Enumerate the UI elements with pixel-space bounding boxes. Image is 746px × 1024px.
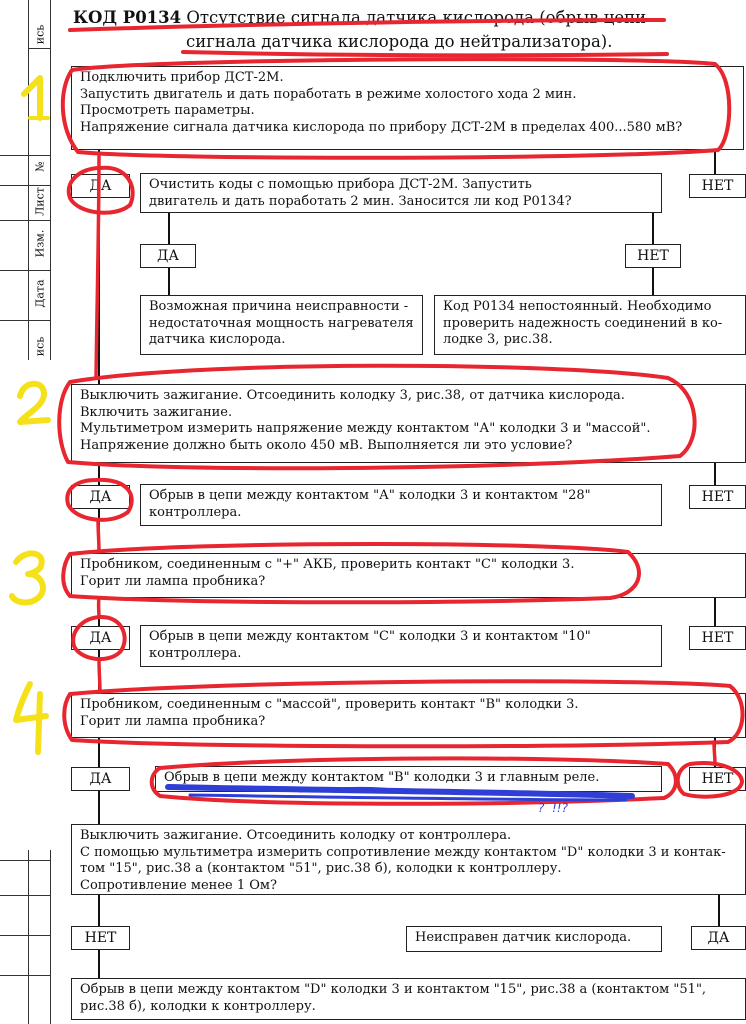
no-label: НЕТ	[689, 767, 746, 791]
flow-connector	[98, 150, 100, 174]
no-label: НЕТ	[625, 244, 681, 268]
frame-line	[0, 320, 50, 322]
yellow-number-4	[13, 681, 49, 755]
yes-label: ДА	[71, 767, 130, 791]
yellow-number-3	[9, 550, 46, 606]
flow-connector	[714, 150, 716, 174]
frame-line	[0, 220, 50, 222]
no-label: НЕТ	[689, 626, 746, 650]
flow-connector	[98, 738, 100, 767]
yes-label: ДА	[140, 244, 196, 268]
result-4-box: Обрыв в цепи между контактом "В" колодки…	[155, 766, 662, 792]
flow-connector	[718, 895, 720, 926]
yellow-number-2	[17, 380, 51, 425]
no-label: НЕТ	[71, 926, 130, 950]
title-line-2: сигнала датчика кислорода до нейтрализат…	[186, 32, 613, 51]
stamp-label: ись	[33, 336, 47, 357]
step-4-box: Пробником, соединенным с "массой", прове…	[71, 693, 746, 738]
frame-line	[28, 850, 30, 1024]
stamp-label: ись	[33, 24, 47, 45]
step-3-box: Пробником, соединенным с "+" АКБ, провер…	[71, 553, 746, 598]
flow-connector	[98, 648, 100, 693]
yellow-number-1	[21, 75, 43, 121]
flow-connector	[652, 268, 654, 295]
frame-line	[0, 155, 50, 157]
yes-label: ДА	[691, 926, 746, 950]
no-label: НЕТ	[689, 485, 746, 509]
result-5-yes-box: Неисправен датчик кислорода.	[406, 926, 662, 952]
flow-connector	[98, 895, 100, 926]
yes-label: ДА	[71, 174, 130, 198]
page-title: КОД Р0134 Отсутствие сигнала датчика кис…	[73, 6, 646, 30]
frame-line	[0, 860, 50, 862]
fault-code: КОД Р0134	[73, 8, 182, 27]
flow-connector	[168, 268, 170, 295]
frame-line	[50, 850, 52, 1024]
yes-label: ДА	[71, 485, 130, 509]
step-1-box: Подключить прибор ДСТ-2М. Запустить двиг…	[71, 66, 744, 150]
result-5-no-box: Обрыв в цепи между контактом "D" колодки…	[71, 978, 746, 1020]
result-2-box: Обрыв в цепи между контактом "А" колодки…	[140, 484, 662, 526]
flow-connector	[98, 789, 100, 824]
result-1-no-box: Код Р0134 непостоянный. Необходимо прове…	[434, 295, 746, 355]
frame-line	[50, 0, 52, 360]
frame-line	[0, 185, 50, 187]
flow-connector	[98, 598, 100, 626]
frame-line	[0, 975, 50, 977]
flow-connector	[714, 463, 716, 485]
flow-connector	[98, 196, 100, 384]
step-5-box: Выключить зажигание. Отсоединить колодку…	[71, 824, 746, 895]
result-3-box: Обрыв в цепи между контактом "С" колодки…	[140, 625, 662, 667]
frame-line	[0, 895, 50, 897]
title-line-1: Отсутствие сигнала датчика кислорода (об…	[186, 8, 647, 27]
flow-connector	[98, 507, 100, 553]
flow-connector	[98, 463, 100, 485]
stamp-label: Дата	[33, 279, 47, 308]
flow-connector	[714, 738, 716, 767]
frame-line	[0, 270, 50, 272]
flow-connector	[714, 598, 716, 626]
question-1-box: Очистить коды с помощью прибора ДСТ-2М. …	[140, 173, 662, 213]
frame-line	[28, 48, 50, 50]
blue-underline	[188, 793, 628, 802]
flow-connector	[98, 948, 100, 978]
step-2-box: Выключить зажигание. Отсоединить колодку…	[71, 384, 746, 463]
no-label: НЕТ	[689, 174, 746, 198]
frame-line	[0, 935, 50, 937]
frame-line	[28, 0, 30, 360]
yes-label: ДА	[71, 626, 130, 650]
result-1-yes-box: Возможная причина неисправности - недост…	[140, 295, 423, 355]
flow-connector	[652, 213, 654, 244]
flow-connector	[168, 213, 170, 244]
handwritten-note: ? !!?	[538, 801, 569, 815]
